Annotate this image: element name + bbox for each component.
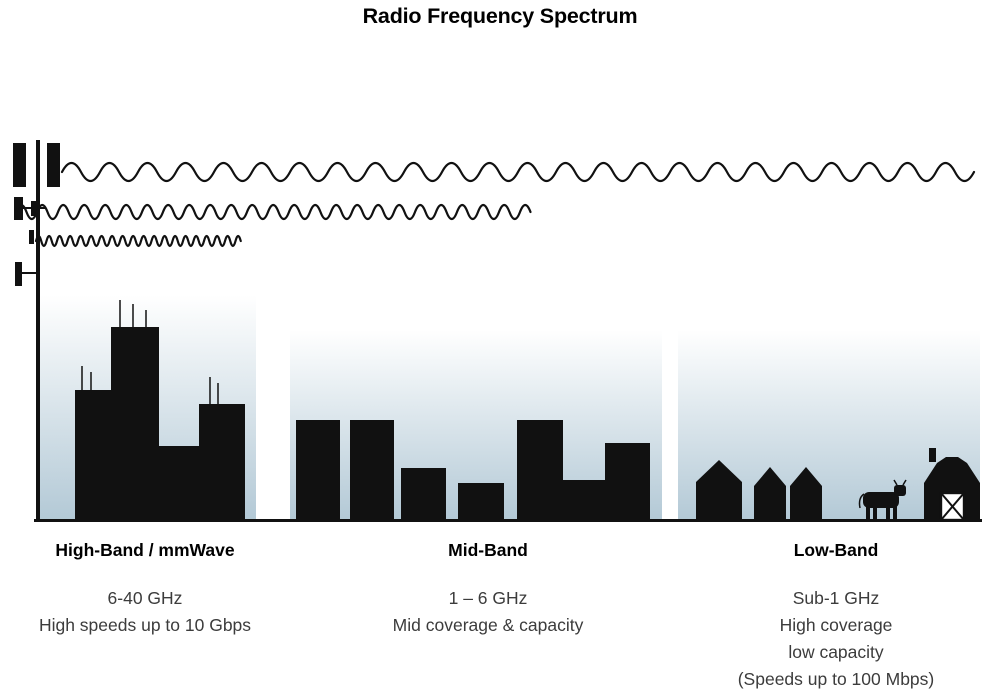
band-name: Low-Band	[793, 540, 879, 560]
diagram-title: Radio Frequency Spectrum	[362, 4, 638, 28]
band-label-high: High-Band / mmWave 6-40 GHz High speeds …	[10, 540, 280, 639]
cow-leg	[886, 505, 890, 520]
barn-body	[924, 457, 980, 520]
building	[563, 480, 605, 520]
cow-body	[863, 492, 899, 508]
band-name: High-Band / mmWave	[55, 540, 235, 560]
barn-chimney	[929, 448, 936, 462]
mid-band-buildings-icon	[296, 420, 650, 520]
house-icon	[754, 467, 786, 520]
building	[605, 443, 650, 520]
building	[350, 420, 394, 520]
antenna-panel-right	[47, 143, 60, 187]
cow-leg	[893, 505, 897, 520]
building	[401, 468, 446, 520]
city-skyline-icon	[75, 300, 245, 520]
building	[517, 420, 563, 520]
band-description: Mid coverage & capacity	[392, 615, 584, 635]
building	[159, 446, 199, 520]
building	[458, 483, 504, 520]
high-band-short-wave-icon	[34, 234, 242, 248]
building	[199, 404, 245, 520]
cow-horn	[902, 479, 907, 486]
cow-tail	[858, 493, 865, 509]
building	[75, 390, 111, 520]
cow-leg	[866, 505, 870, 520]
band-frequency: 6-40 GHz	[107, 588, 183, 608]
building	[111, 327, 159, 520]
ground-line	[34, 519, 982, 522]
band-description: (Speeds up to 100 Mbps)	[737, 669, 935, 689]
diagram-canvas	[13, 140, 982, 522]
band-frequency: 1 – 6 GHz	[448, 588, 528, 608]
cow-leg	[873, 505, 877, 520]
radio-waves	[14, 161, 976, 248]
band-description: High speeds up to 10 Gbps	[38, 615, 252, 635]
band-frequency: Sub-1 GHz	[792, 588, 880, 608]
antenna-tick	[31, 201, 36, 216]
band-label-mid: Mid-Band 1 – 6 GHz Mid coverage & capaci…	[348, 540, 628, 639]
cow-head	[894, 485, 906, 496]
band-name: Mid-Band	[448, 540, 528, 560]
mid-band-medium-wave-icon	[14, 203, 532, 221]
tower-mast	[36, 140, 40, 520]
barn-icon	[924, 448, 980, 522]
house-icon	[696, 460, 742, 520]
band-description: low capacity	[788, 642, 884, 662]
antenna-panel-left	[13, 143, 26, 187]
band-label-low: Low-Band Sub-1 GHz High coverage low cap…	[666, 540, 1000, 693]
cow-horn	[893, 479, 898, 486]
cow-icon	[858, 479, 907, 520]
house-icon	[790, 467, 822, 520]
building	[296, 420, 340, 520]
low-band-long-wave-icon	[60, 161, 976, 183]
rural-scene-icon	[696, 448, 980, 522]
barn-door-crossbuck	[940, 492, 965, 521]
band-description: High coverage	[779, 615, 893, 635]
antenna-panel-low	[15, 262, 22, 286]
antenna-tick-small	[29, 230, 34, 244]
